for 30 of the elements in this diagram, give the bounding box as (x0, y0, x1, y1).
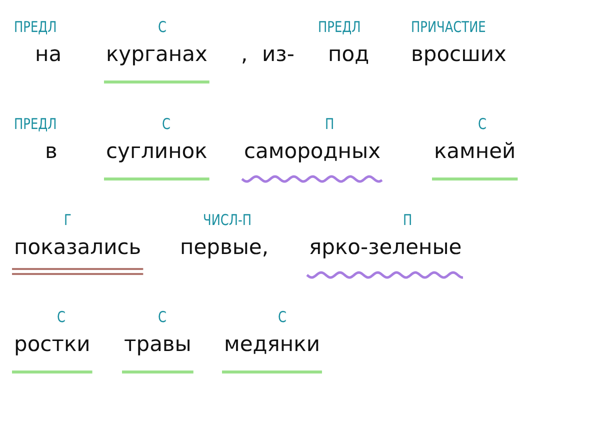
part-of-speech-tag: П (325, 117, 334, 132)
word: камней (434, 141, 516, 162)
word: травы (124, 334, 192, 355)
part-of-speech-tag: С (162, 117, 170, 132)
word: вросших (411, 44, 506, 65)
word: первые, (180, 237, 269, 258)
word: в (45, 141, 58, 162)
part-of-speech-tag: ПРЕДЛ (318, 20, 361, 35)
part-of-speech-tag: Г (64, 213, 72, 228)
part-of-speech-tag: ПРЕДЛ (14, 20, 57, 35)
word: курганах (106, 44, 208, 65)
word: самородных (244, 141, 381, 162)
word: под (328, 44, 370, 65)
word: ярко-зеленые (309, 237, 462, 258)
word: суглинок (106, 141, 208, 162)
word: ростки (14, 334, 90, 355)
word: из- (262, 44, 294, 65)
part-of-speech-tag: С (278, 310, 286, 325)
word: , (241, 44, 248, 65)
part-of-speech-tag: ПРЕДЛ (14, 117, 57, 132)
part-of-speech-tag: С (478, 117, 486, 132)
part-of-speech-tag: С (158, 310, 166, 325)
part-of-speech-tag: С (57, 310, 66, 325)
word: медянки (224, 334, 320, 355)
part-of-speech-tag: П (403, 213, 412, 228)
word: на (35, 44, 62, 65)
part-of-speech-tag: ПРИЧАСТИЕ (411, 20, 486, 35)
part-of-speech-tag: ЧИСЛ-П (203, 213, 252, 228)
word: показались (14, 237, 142, 258)
part-of-speech-tag: С (158, 20, 166, 35)
